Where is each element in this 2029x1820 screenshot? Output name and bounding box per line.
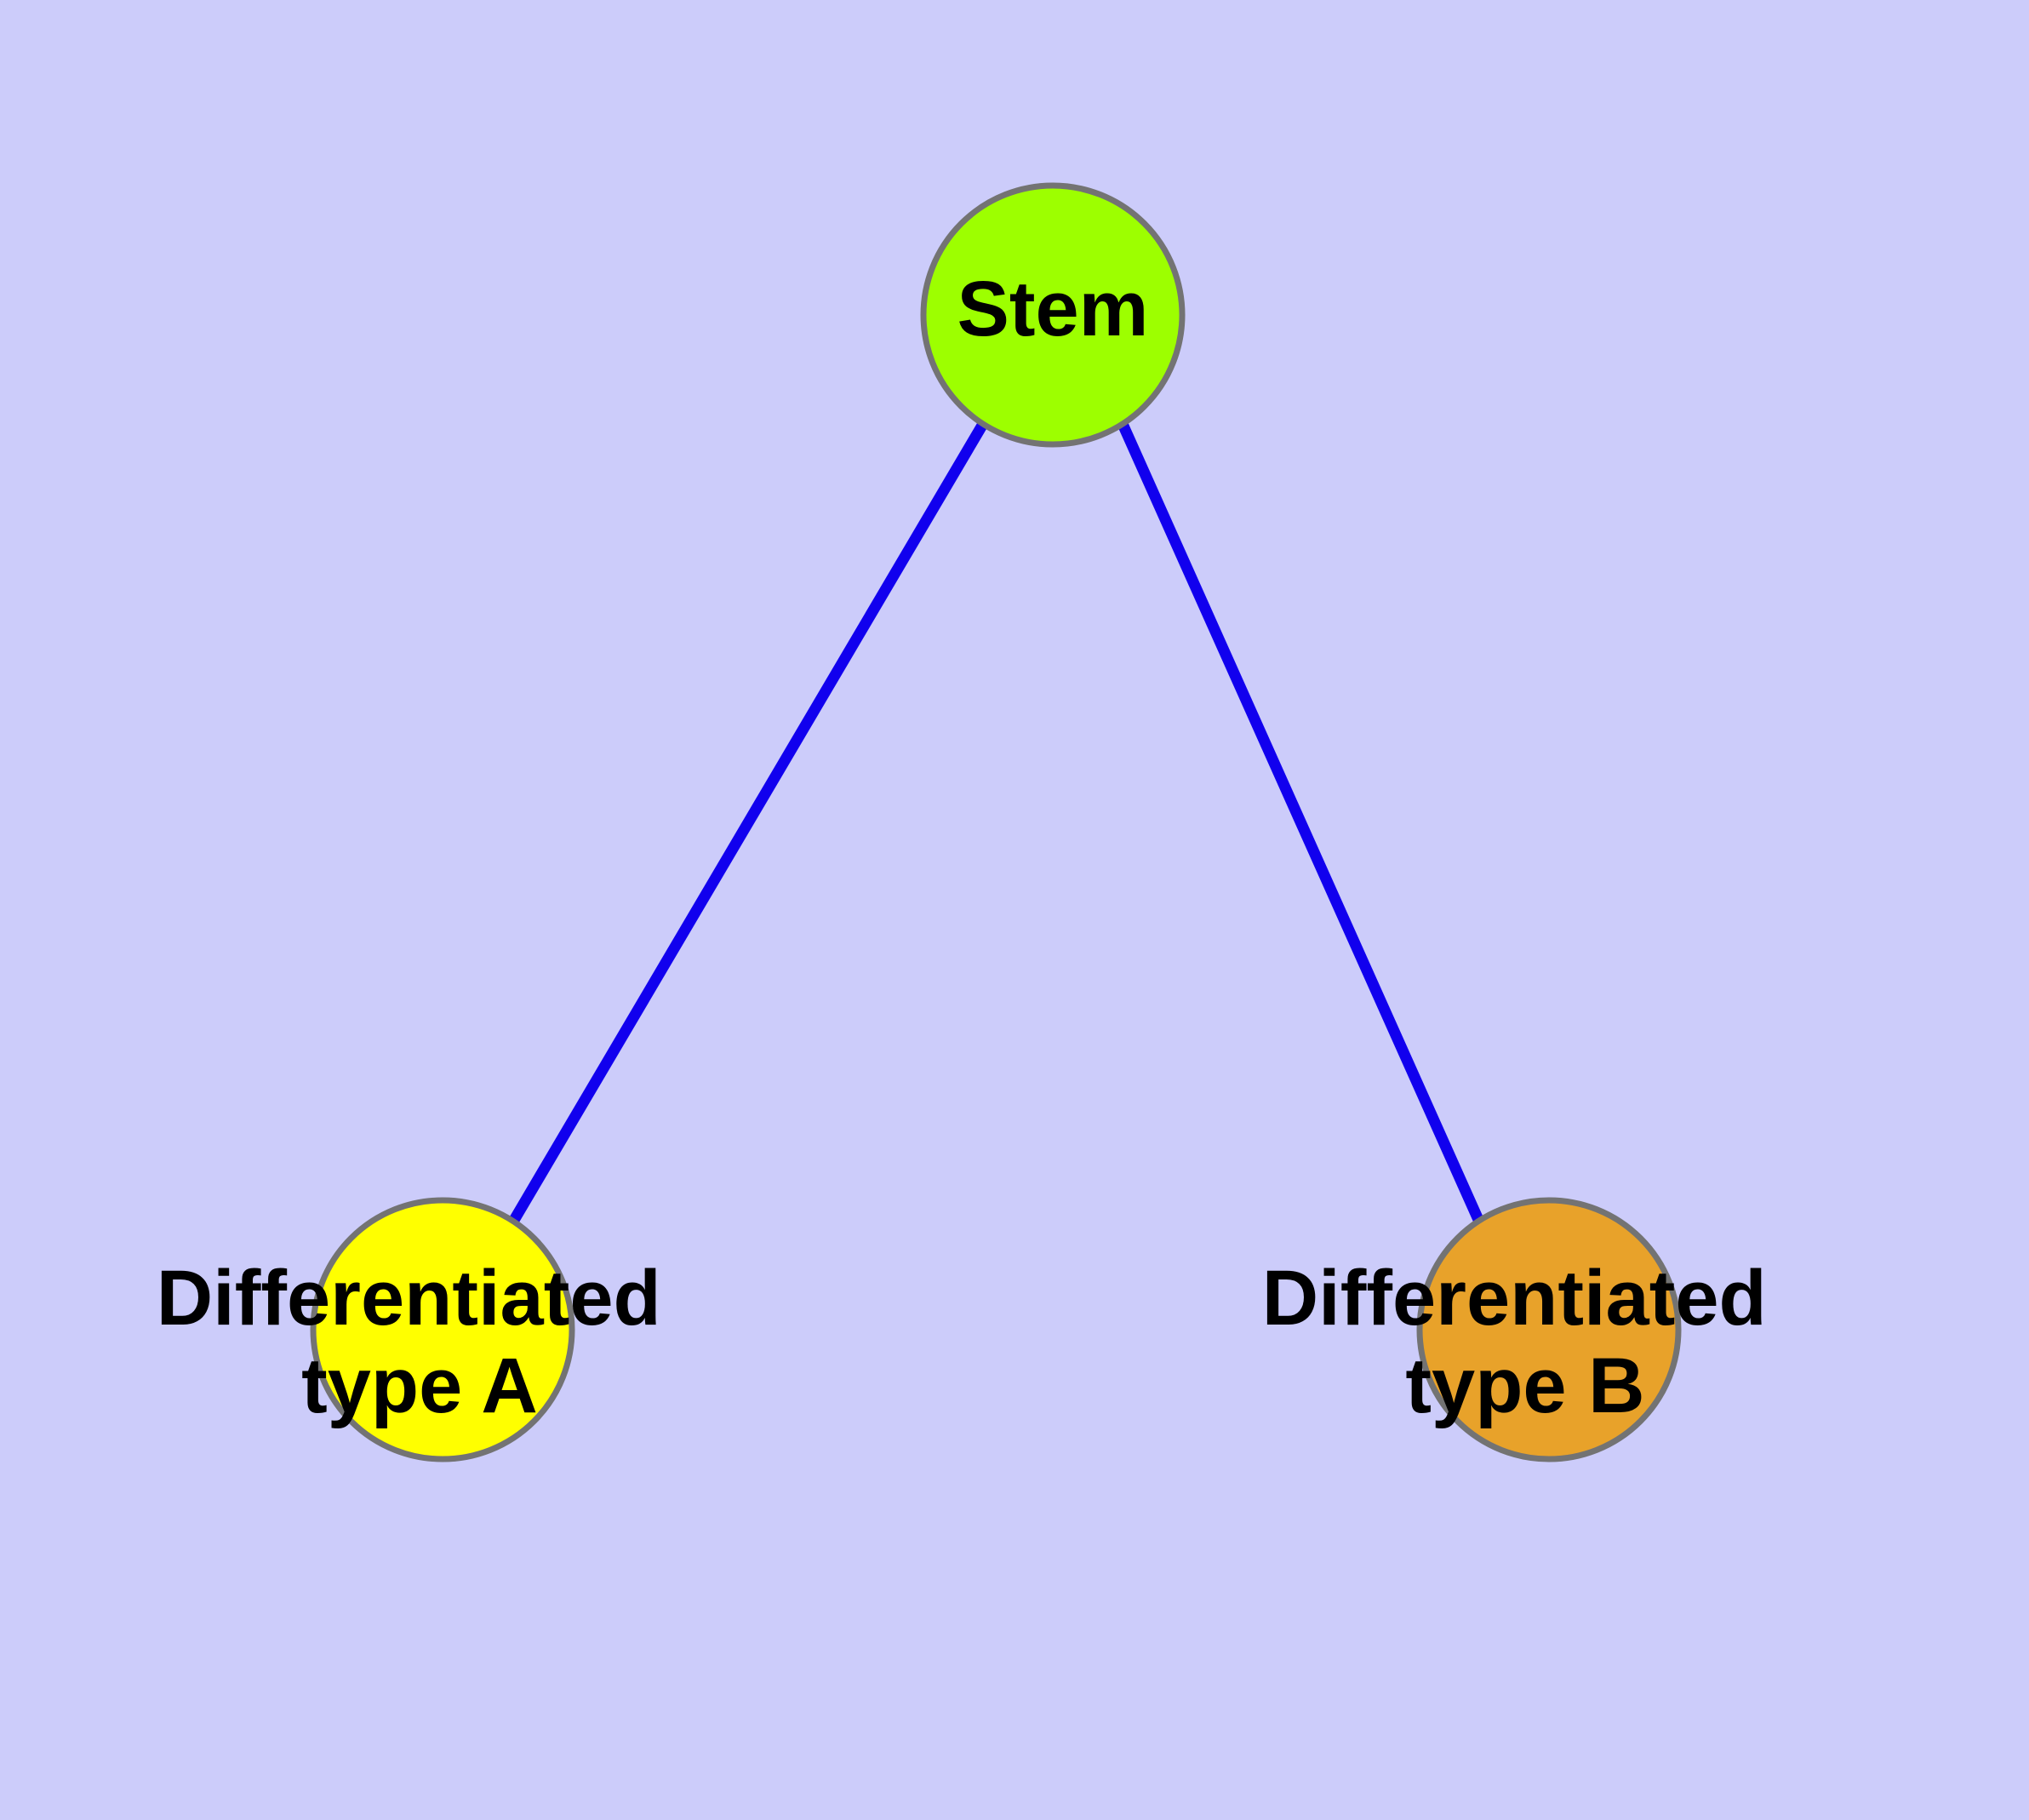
node-label-stem: Stem	[957, 266, 1149, 352]
edge-layer	[508, 421, 1484, 1225]
node-label-stem-line1: Stem	[957, 266, 1149, 352]
label-layer: Stem Differentiated type A Differentiate…	[157, 266, 1789, 1429]
node-label-diff-type-a: Differentiated type A	[157, 1255, 683, 1429]
node-label-diff-type-b-line1: Differentiated	[1262, 1255, 1767, 1342]
edge-stem-to-type-b	[1117, 421, 1484, 1224]
node-stem[interactable]	[920, 182, 1186, 448]
node-label-diff-type-b-line2: type B	[1405, 1342, 1644, 1429]
node-label-diff-type-a-line2: type A	[301, 1342, 538, 1429]
node-diff-type-b[interactable]	[1416, 1197, 1682, 1462]
node-label-diff-type-b: Differentiated type B	[1262, 1255, 1789, 1429]
edge-stem-to-type-a	[508, 421, 988, 1225]
node-layer	[310, 182, 1682, 1462]
node-diff-type-a[interactable]	[310, 1197, 575, 1462]
node-label-diff-type-a-line1: Differentiated	[157, 1255, 661, 1342]
